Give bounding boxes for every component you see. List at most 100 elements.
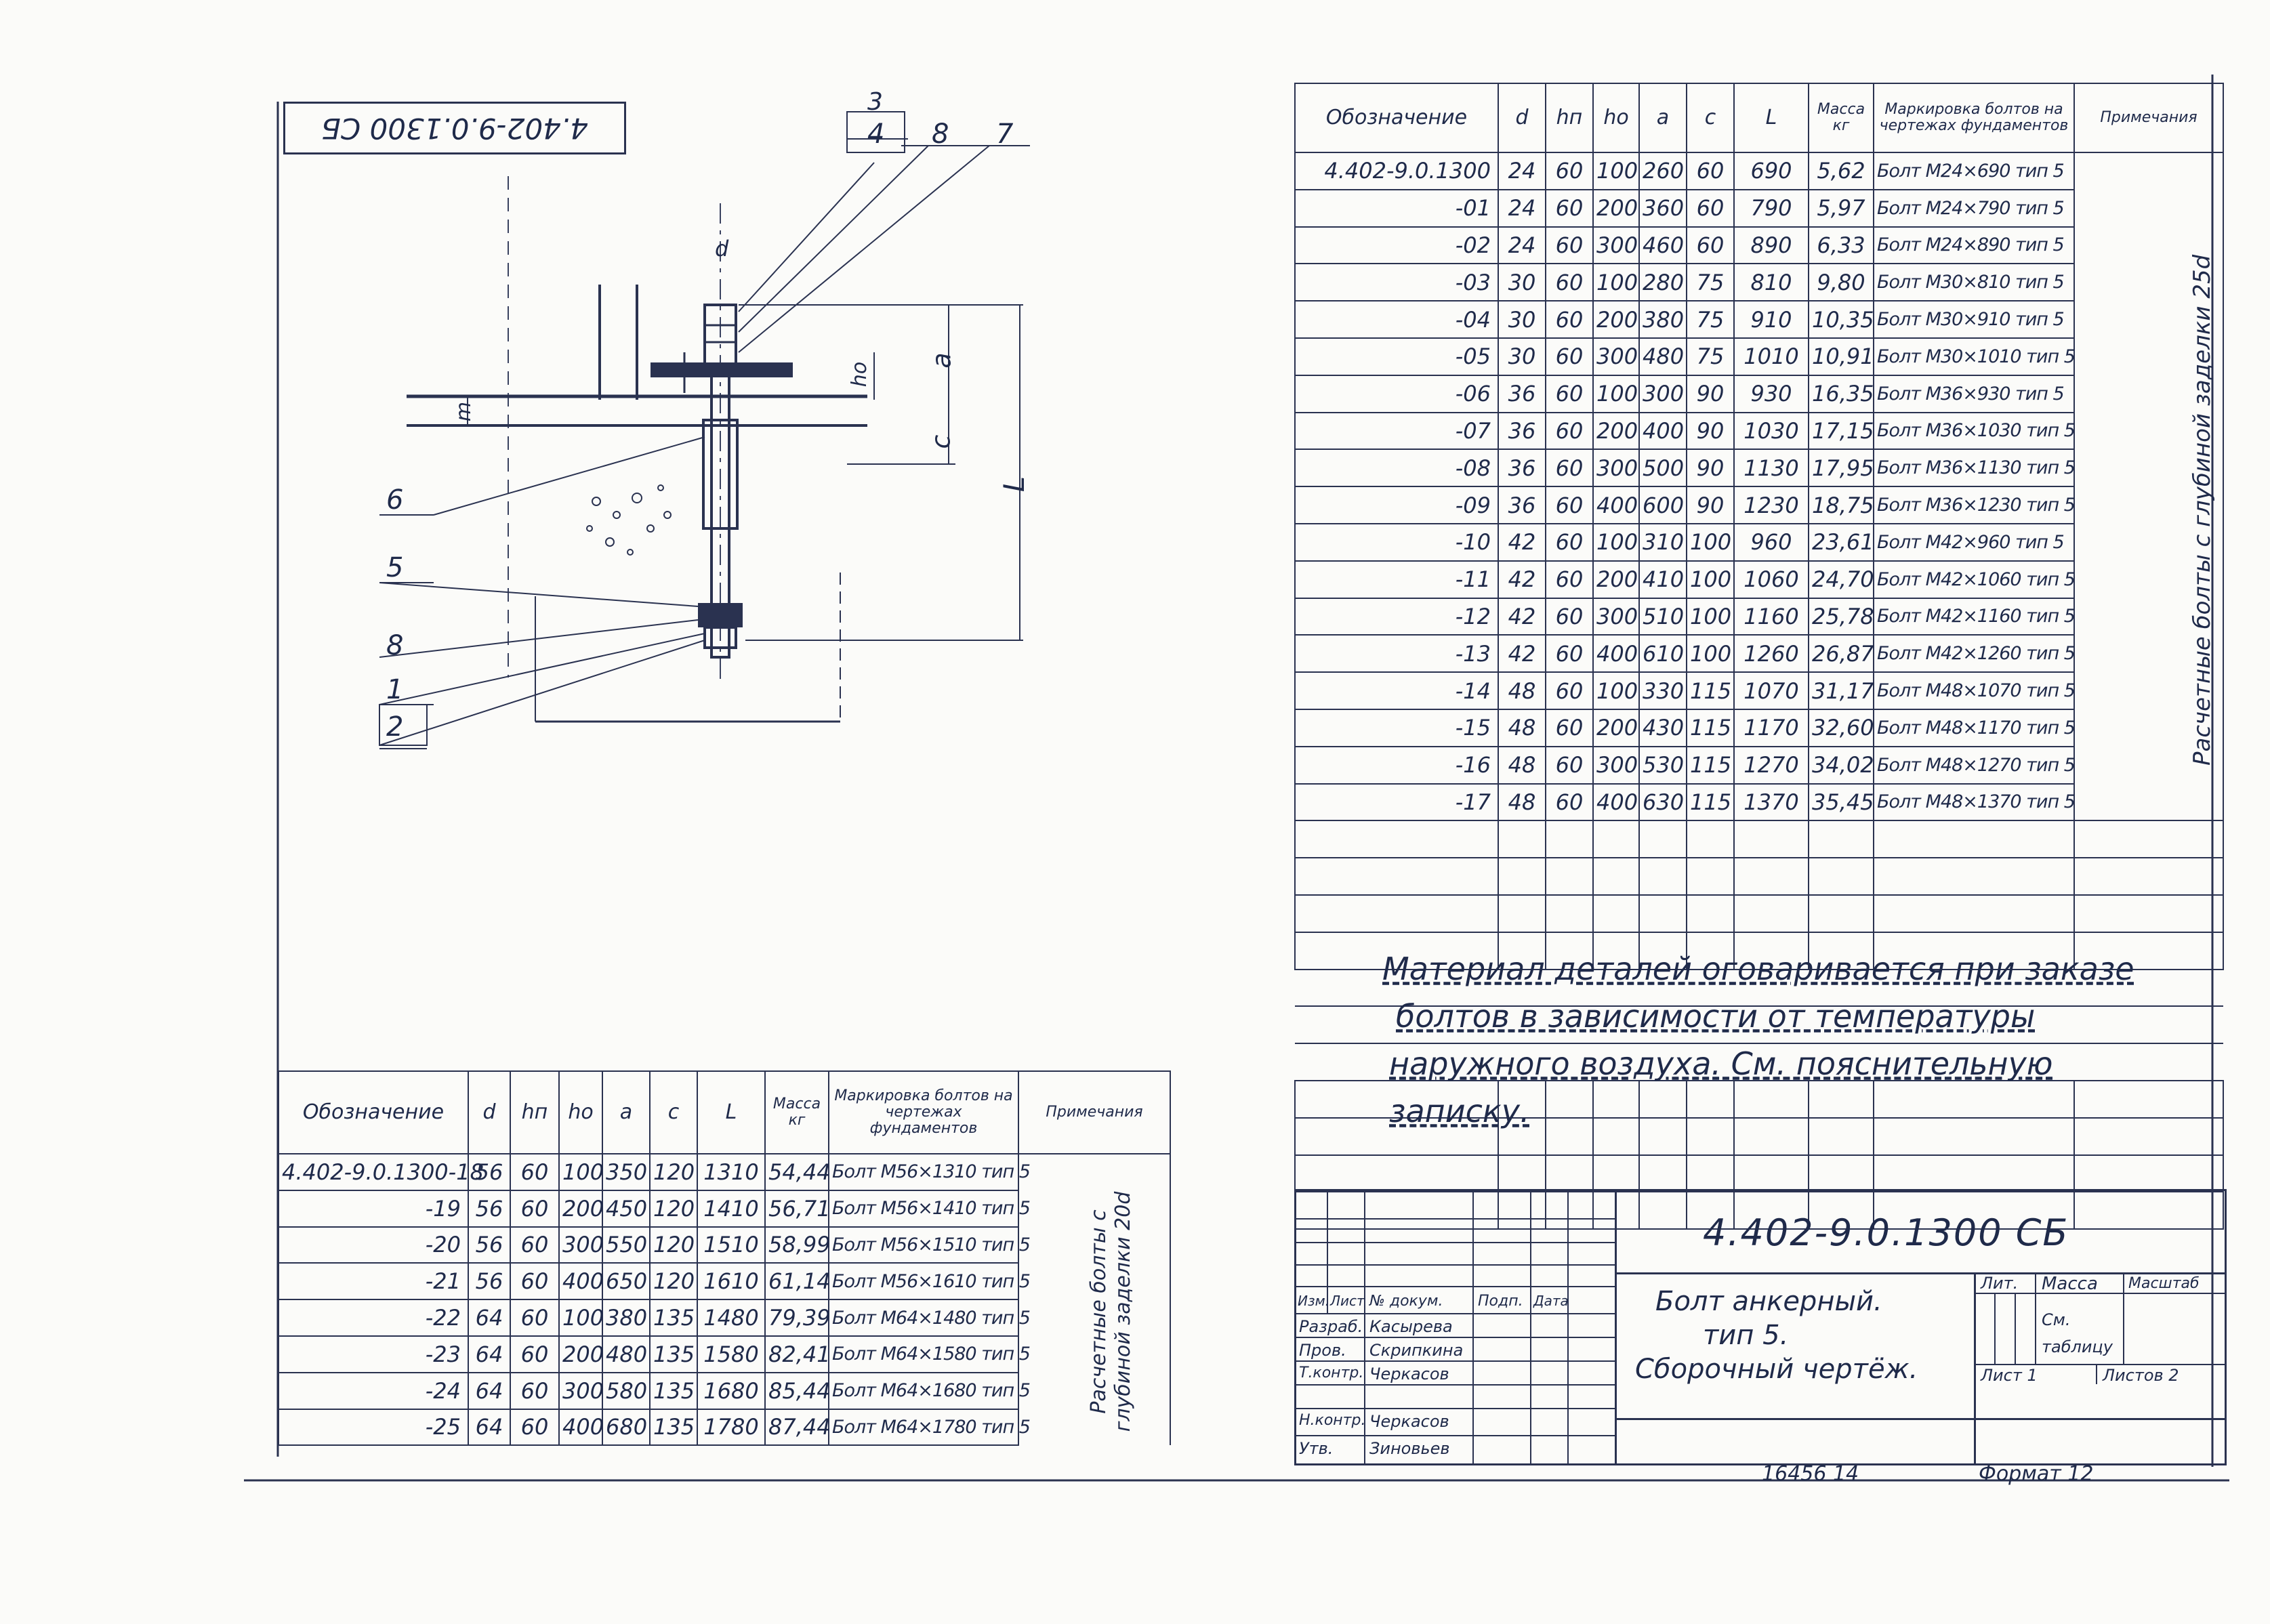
empty-cell [2074,1005,2223,1045]
leader-lines [379,138,1030,749]
empty-cell [1545,1154,1594,1193]
cell-a: 650 [602,1262,651,1301]
empty-cell [1592,894,1640,933]
empty-cell [1294,1117,1499,1156]
cell-note [2073,746,2224,784]
empty-cell [1545,1117,1594,1156]
cell-hn: 60 [510,1371,560,1410]
col-ho: hо [558,1070,603,1154]
title-scale-label: Масштаб [2128,1275,2200,1292]
cell-c: 100 [1686,560,1735,599]
cell-note [1018,1335,1171,1373]
cell-mark: Болт М30×910 тип 5 [1873,300,2075,339]
cell-c: 75 [1686,300,1735,339]
cell-des: -21 [278,1262,469,1301]
cell-note [2073,449,2224,487]
sleeve [702,419,739,530]
stamp-top: 4.402-9.0.1300 СБ [283,102,626,154]
cell-mass: 61,14 [764,1262,831,1301]
cell-ho: 300 [1592,745,1640,785]
table-header: Обозначение d hп hо a c L Масса кг Марки… [1294,83,2224,153]
cell-L: 1580 [697,1335,766,1373]
empty-cell [1546,1043,1593,1081]
callout-box [846,111,905,153]
cell-mass: 9,80 [1808,263,1874,302]
inventory-number: 16456 14 [1762,1462,1859,1486]
cell-note [1018,1263,1171,1300]
cell-hn: 60 [510,1262,560,1301]
cell-c: 90 [1686,486,1735,524]
empty-cell [1294,894,1499,933]
cell-mark: Болт М30×810 тип 5 [1873,263,2075,302]
cell-ho: 300 [1592,597,1640,636]
empty-cell [1874,1005,2074,1045]
cell-ho: 400 [558,1262,604,1301]
empty-cell [1873,1117,2075,1156]
col-a: a [602,1070,651,1154]
cell-d: 48 [1498,708,1546,747]
cell-mark: Болт М42×1260 тип 5 [1873,634,2076,673]
role-developer: Разраб. [1299,1317,1363,1336]
cell-a: 300 [1638,374,1687,413]
cell-mass: 32,60 [1808,708,1874,747]
cell-mass: 10,91 [1808,337,1874,376]
cell-a: 400 [1638,411,1687,451]
cell-note [2073,635,2224,673]
empty-cell [1294,820,1499,859]
empty-cell [1545,1191,1594,1230]
cell-d: 30 [1498,337,1546,376]
cell-c: 90 [1686,374,1735,413]
cell-d: 48 [1498,745,1546,785]
empty-row [1294,1191,2224,1230]
empty-cell [2074,1043,2223,1081]
empty-cell [2073,820,2224,859]
title-mass-value: См. таблицу [2042,1310,2113,1356]
empty-cell [1545,820,1594,859]
col-c: c [649,1070,698,1154]
cell-note [2073,598,2224,636]
left-table-note: Расчетные болты с глубиной заделки 20d [1087,1191,1135,1432]
spec-table-left: Обозначение d hп hо a c L Масса кг Марки… [278,1070,1171,1446]
cell-a: 600 [1638,486,1687,524]
title-block-code: 4.402-9.0.1300 СБ [1703,1211,2069,1254]
title-head-list: Лист [1330,1293,1365,1309]
empty-cell [1498,1043,1546,1081]
empty-cell [1733,1154,1809,1193]
cell-note [2073,709,2224,747]
cell-c: 120 [649,1153,698,1191]
cell-des: -17 [1294,783,1499,822]
cell-des: -07 [1294,411,1499,451]
empty-cell [1808,820,1874,859]
cell-a: 500 [1638,449,1687,488]
empty-cell [1592,931,1640,970]
cell-note [2073,412,2224,450]
empty-cell [2073,1154,2224,1193]
cell-L: 1030 [1733,411,1809,451]
empty-cell [1638,931,1687,970]
cell-note [1018,1299,1171,1336]
cell-ho: 200 [1592,411,1640,451]
empty-cell [1498,1005,1546,1045]
cell-a: 330 [1638,671,1687,710]
cell-ho: 300 [1592,337,1640,376]
empty-cell [1874,1043,2074,1081]
cell-mark: Болт М42×1060 тип 5 [1873,560,2076,599]
table-header: Обозначение d hп hо a c L Масса кг Марки… [278,1070,1171,1154]
cell-mark: Болт М48×1170 тип 5 [1873,708,2076,747]
cell-des: -24 [278,1371,469,1410]
col-mass: Масса кг [1808,83,1874,153]
material-note-line: наружного воздуха. См. пояснительную зап… [1389,1045,2053,1129]
cell-d: 64 [468,1371,511,1410]
cell-ho: 300 [1592,226,1640,265]
cell-hn: 60 [1545,745,1594,785]
dim-label-ho: ho [848,361,872,388]
empty-cell [1873,894,2075,933]
title-mass-label: Масса [2042,1274,2098,1294]
cell-des: -16 [1294,745,1499,785]
cell-L: 1060 [1733,560,1809,599]
cell-c: 100 [1686,634,1735,673]
